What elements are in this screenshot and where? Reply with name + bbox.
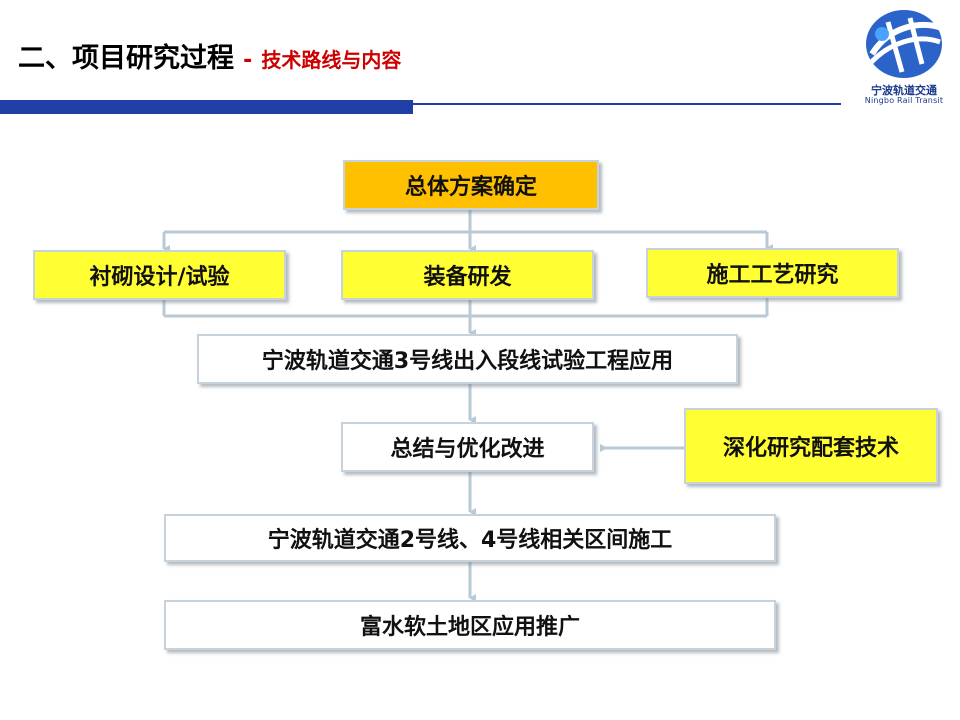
page-title: 二、项目研究过程 - 技术路线与内容 [18,36,401,75]
node-summary-optimization: 总结与优化改进 [341,422,594,472]
title-subtitle: 技术路线与内容 [261,48,402,72]
node-construction-process: 施工工艺研究 [646,248,899,298]
title-main: 二、项目研究过程 [18,43,234,74]
node-overall-plan: 总体方案确定 [343,160,599,210]
header-bar-thin [413,103,841,105]
node-lining-design: 衬砌设计/试验 [33,250,286,300]
header-bar-thick [0,100,413,114]
logo-text-en: Ningbo Rail Transit [864,96,944,105]
logo-text-cn: 宁波轨道交通 [871,84,937,97]
node-soft-soil-promotion: 富水软土地区应用推广 [164,600,776,650]
node-deepen-research: 深化研究配套技术 [684,408,938,484]
node-line2-line4-construction: 宁波轨道交通2号线、4号线相关区间施工 [164,514,776,562]
node-line3-application: 宁波轨道交通3号线出入段线试验工程应用 [197,334,738,384]
ningbo-rail-logo-icon [866,10,943,78]
node-equipment-dev: 装备研发 [341,250,594,300]
title-separator: - [243,48,253,73]
